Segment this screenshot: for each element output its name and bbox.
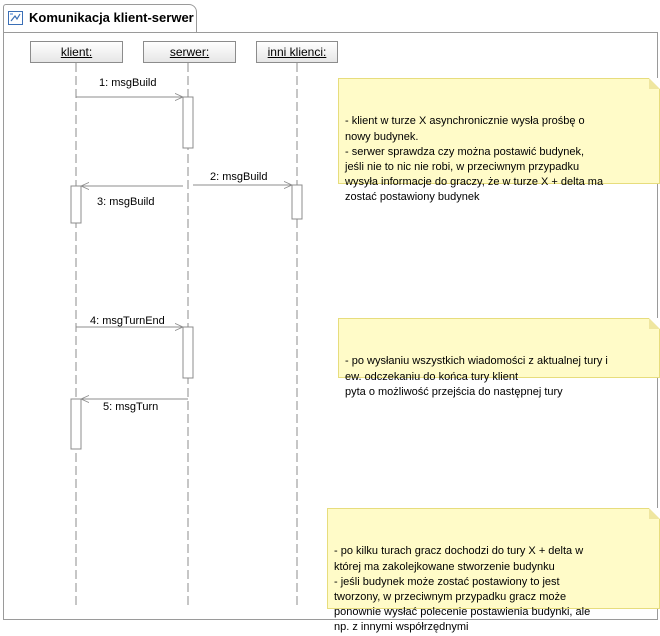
note-fold-corner bbox=[649, 78, 660, 89]
lifeline-head-serwer[interactable]: serwer: bbox=[143, 41, 236, 63]
activation-serwer-2 bbox=[182, 326, 194, 379]
lifeline-label: klient: bbox=[60, 45, 93, 59]
message-label-2[interactable]: 2: msgBuild bbox=[210, 171, 268, 183]
activation-klient-2 bbox=[70, 398, 82, 450]
note-fold-corner bbox=[649, 318, 660, 329]
activation-serwer-1 bbox=[182, 96, 194, 149]
note-3[interactable]: - po kilku turach gracz dochodzi do tury… bbox=[327, 508, 660, 633]
activation-klient-1 bbox=[70, 185, 82, 224]
note-text: - po kilku turach gracz dochodzi do tury… bbox=[334, 545, 591, 634]
message-label-4[interactable]: 4: msgTurnEnd bbox=[90, 315, 165, 327]
message-label-5[interactable]: 5: msgTurn bbox=[103, 401, 159, 413]
note-2[interactable]: - po wysłaniu wszystkich wiadomości z ak… bbox=[338, 318, 660, 398]
note-text: - po wysłaniu wszystkich wiadomości z ak… bbox=[345, 355, 608, 398]
tab-title: Komunikacja klient-serwer bbox=[29, 10, 194, 25]
lifeline-label: serwer: bbox=[169, 45, 210, 59]
tab-komunikacja-klient-serwer[interactable]: Komunikacja klient-serwer bbox=[3, 4, 197, 32]
note-fold-corner bbox=[649, 508, 660, 519]
sequence-diagram-icon bbox=[8, 11, 24, 31]
message-label-1[interactable]: 1: msgBuild bbox=[99, 77, 157, 89]
note-1[interactable]: - klient w turze X asynchronicznie wysła… bbox=[338, 78, 660, 203]
lifeline-head-inni-klienci[interactable]: inni klienci: bbox=[256, 41, 338, 63]
lifeline-label: inni klienci: bbox=[267, 45, 327, 59]
message-label-3[interactable]: 3: msgBuild bbox=[97, 196, 155, 208]
note-text: - klient w turze X asynchronicznie wysła… bbox=[345, 115, 604, 204]
sequence-diagram bbox=[70, 63, 303, 608]
lifeline-head-klient[interactable]: klient: bbox=[30, 41, 123, 63]
activation-inni-klienci-1 bbox=[291, 184, 303, 220]
tab-bar: Komunikacja klient-serwer bbox=[0, 0, 660, 32]
